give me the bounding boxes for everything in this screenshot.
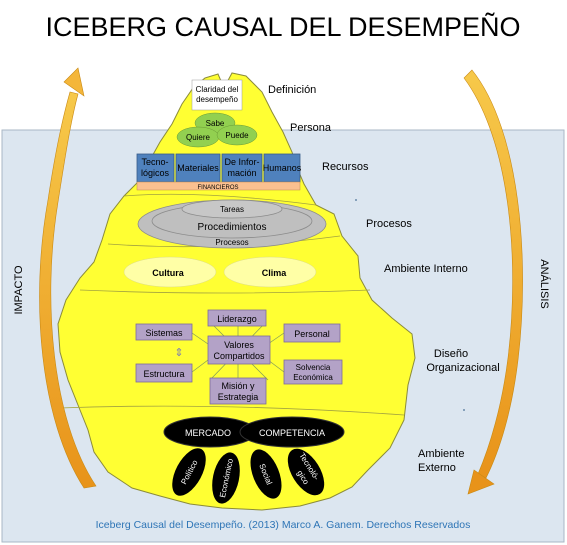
informacion-box [221,153,263,183]
materiales-label: Materiales [177,163,219,173]
puede-oval [216,124,258,146]
social-oval [250,449,282,499]
clima-oval [223,256,317,288]
financieros-label: FINANCIEROS [197,185,238,191]
personal-label: Personal [294,329,330,339]
informacion-line1: De Infor- [224,157,259,167]
mercado-label: MERCADO [185,428,231,438]
informacion-line2: mación [227,168,256,178]
level-ambiente-externo-line2: Externo [418,462,456,474]
tecnologico-oval [287,448,325,496]
claridad-box [191,79,243,111]
humanos-box [263,153,301,183]
competencia-label: COMPETENCIA [259,428,325,438]
solvencia-line1: Solvencia [296,363,331,372]
procesos-inner-label: Procesos [215,238,248,247]
tecnologicos-line2: lógicos [141,168,170,178]
liderazgo-box [207,309,267,327]
tecnologicos-box [136,153,175,183]
claridad-line1: Claridad del [196,85,239,94]
mision-box [209,377,267,405]
procedimientos-label: Procedimientos [198,222,267,233]
decor-dot [463,409,465,411]
valores-line2: Compartidos [213,351,265,361]
puede-label: Puede [225,131,249,140]
claridad-line2: desempeño [196,95,238,104]
cultura-label: Cultura [152,268,184,278]
level-procesos: Procesos [366,218,412,230]
financieros-bar [136,181,301,191]
clima-label: Clima [262,268,288,278]
valores-line1: Valores [224,340,254,350]
tecnologicos-line1: Tecno- [141,157,168,167]
economico-oval [212,452,240,504]
level-recursos: Recursos [322,161,369,173]
humanos-label: Humanos [263,163,302,173]
quiere-label: Quiere [186,133,211,142]
mision-line2: Estrategia [218,392,259,402]
level-ambiente-externo-line1: Ambiente [418,448,464,460]
footer-credit: Iceberg Causal del Desempeño. (2013) Mar… [96,519,471,531]
materiales-box [175,153,221,183]
analisis-arrow [463,69,523,495]
solvencia-box [283,359,343,385]
impacto-arrow [39,67,97,489]
layer-separators [59,193,405,416]
valores-box [207,335,271,365]
liderazgo-label: Liderazgo [217,314,257,324]
estructura-box [135,363,193,383]
solvencia-line2: Económica [293,373,333,382]
level-definicion: Definición [268,84,316,96]
sistemas-box [135,323,193,341]
tareas-label: Tareas [220,205,244,214]
decor-dot [355,199,357,201]
politico-oval [172,448,206,496]
level-diseno-line1: Diseño [434,348,468,360]
impacto-label: IMPACTO [13,265,25,315]
page-title: ICEBERG CAUSAL DEL DESEMPEÑO [45,11,520,42]
cultura-oval [123,256,217,288]
competencia-oval [239,416,345,448]
level-persona: Persona [290,122,332,134]
analisis-label: ANÁLISIS [538,259,551,309]
level-diseno-line2: Organizacional [426,362,499,374]
sistemas-estructura-arrow-icon: ⇕ [174,347,183,359]
personal-box [283,323,341,343]
sabe-label: Sabe [206,119,225,128]
mision-line1: Misión y [221,381,255,391]
estructura-label: Estructura [143,369,184,379]
tareas-ellipse [181,199,283,219]
sistemas-label: Sistemas [145,328,183,338]
level-ambiente-interno: Ambiente Interno [384,263,468,275]
